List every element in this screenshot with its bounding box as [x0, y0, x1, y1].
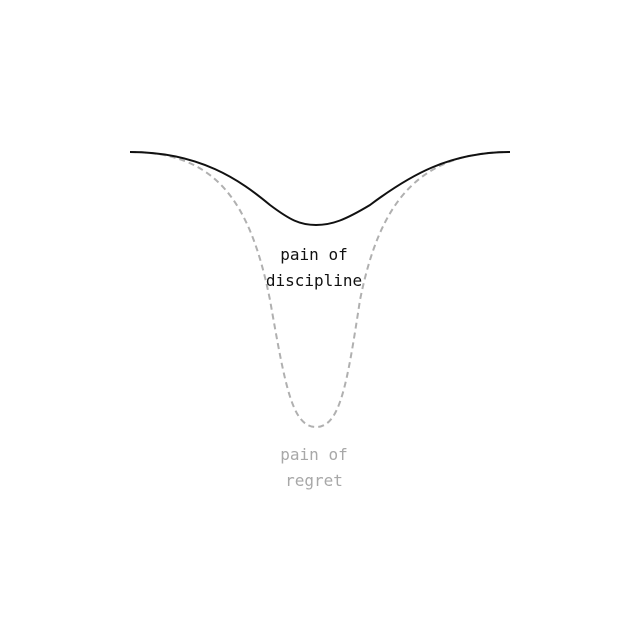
discipline-label-line1: pain of — [280, 245, 348, 264]
discipline-label-line2: discipline — [265, 271, 363, 290]
regret-label-line2: regret — [285, 471, 343, 490]
discipline-curve — [129, 151, 511, 227]
regret-label: pain of regret — [280, 442, 347, 494]
regret-label-line1: pain of — [280, 445, 348, 464]
regret-curve — [129, 151, 511, 429]
discipline-label: pain of discipline — [266, 242, 362, 294]
